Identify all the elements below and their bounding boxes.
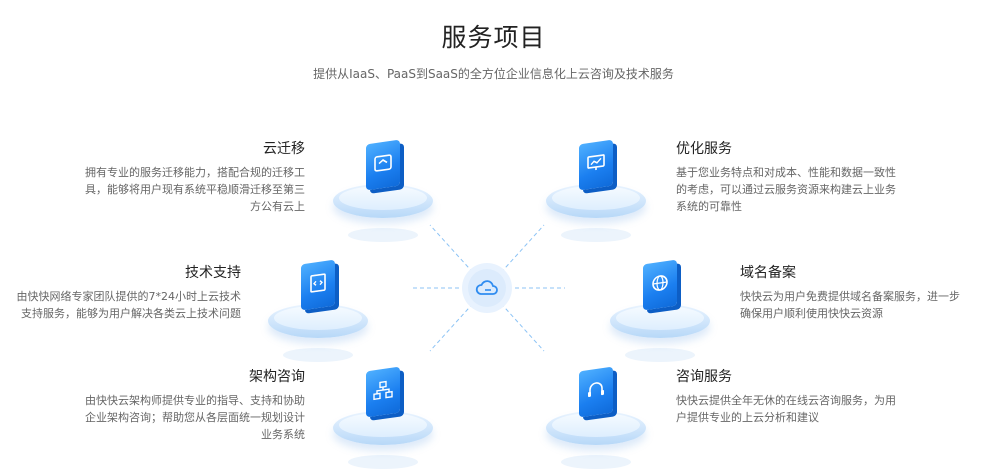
service-desc-line: 户提供专业的上云分析和建议 bbox=[676, 411, 819, 424]
platform-domain bbox=[610, 248, 710, 362]
service-title: 架构咨询 bbox=[249, 369, 305, 385]
service-architecture[interactable]: 架构咨询 由快快云架构师提供专业的指导、支持和协助 企业架构咨询；帮助您从各层面… bbox=[60, 366, 305, 443]
page-title: 服务项目 bbox=[441, 23, 546, 52]
service-desc-line: 拥有专业的服务迁移能力，搭配合规的迁移工 bbox=[85, 166, 305, 179]
platform-consulting bbox=[546, 355, 646, 469]
globe-icon bbox=[652, 275, 668, 291]
org-chart-icon bbox=[373, 380, 393, 401]
service-desc-line: 基于您业务特点和对成本、性能和数据一致性 bbox=[676, 166, 896, 179]
service-desc-line: 的考虑，可以通过云服务资源来构建云上业务 bbox=[676, 183, 896, 196]
service-desc-line: 系统的可靠性 bbox=[676, 200, 742, 213]
platform-optimization bbox=[546, 128, 646, 242]
service-desc-line: 具，能够将用户现有系统平稳顺滑迁移至第三 bbox=[85, 183, 305, 196]
service-desc-line: 业务系统 bbox=[261, 428, 305, 441]
service-desc-line: 由快快云架构师提供专业的指导、支持和协助 bbox=[85, 394, 305, 407]
service-title: 咨询服务 bbox=[676, 369, 732, 385]
service-desc-line: 确保用户顺利使用快快云资源 bbox=[740, 307, 883, 320]
code-doc-icon bbox=[310, 273, 326, 293]
migration-icon bbox=[374, 154, 392, 172]
service-migration[interactable]: 云迁移 拥有专业的服务迁移能力，搭配合规的迁移工 具，能够将用户现有系统平稳顺滑… bbox=[60, 138, 305, 215]
service-domain[interactable]: 域名备案 快快云为用户免费提供域名备案服务，进一步 确保用户顺利使用快快云资源 bbox=[740, 262, 980, 322]
service-desc-line: 支持服务，能够为用户解决各类云上技术问题 bbox=[21, 307, 241, 320]
service-title: 域名备案 bbox=[740, 265, 796, 281]
cloud-icon bbox=[475, 280, 498, 295]
service-desc-line: 快快云为用户免费提供域名备案服务，进一步 bbox=[740, 290, 960, 303]
service-desc-line: 由快快网络专家团队提供的7*24小时上云技术 bbox=[16, 290, 242, 303]
service-desc-line: 快快云提供全年无休的在线云咨询服务，为用 bbox=[676, 394, 896, 407]
service-title: 云迁移 bbox=[263, 141, 305, 157]
service-desc-line: 企业架构咨询；帮助您从各层面统一规划设计 bbox=[85, 411, 305, 424]
headset-icon bbox=[588, 382, 604, 397]
service-consulting[interactable]: 咨询服务 快快云提供全年无休的在线云咨询服务，为用 户提供专业的上云分析和建议 bbox=[676, 366, 926, 426]
page-subtitle: 提供从IaaS、PaaS到SaaS的全方位企业信息化上云咨询及技术服务 bbox=[313, 67, 674, 81]
chart-monitor-icon bbox=[587, 154, 605, 171]
service-title: 优化服务 bbox=[676, 141, 732, 157]
service-optimization[interactable]: 优化服务 基于您业务特点和对成本、性能和数据一致性 的考虑，可以通过云服务资源来… bbox=[676, 138, 926, 215]
service-desc-line: 方公有云上 bbox=[250, 200, 305, 213]
service-title: 技术支持 bbox=[185, 265, 241, 281]
platform-architecture bbox=[333, 355, 433, 469]
service-support[interactable]: 技术支持 由快快网络专家团队提供的7*24小时上云技术 支持服务，能够为用户解决… bbox=[6, 262, 242, 322]
platform-migration bbox=[333, 128, 433, 242]
platform-support bbox=[268, 248, 368, 362]
cloud-hub bbox=[462, 263, 512, 313]
